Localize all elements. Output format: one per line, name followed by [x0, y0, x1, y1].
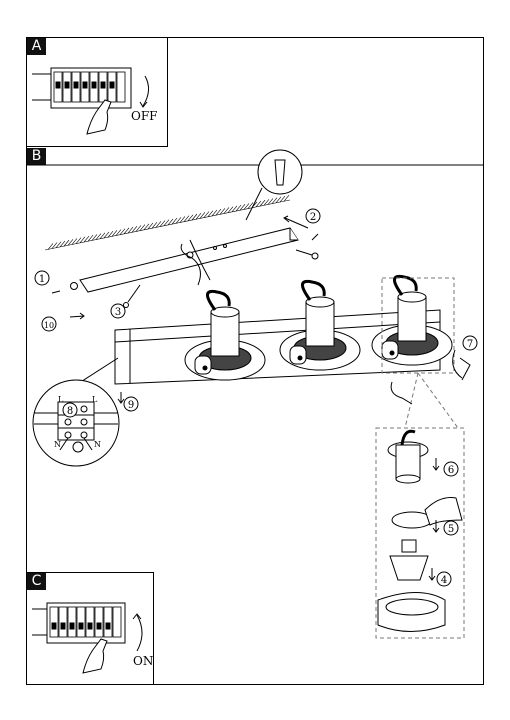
- step-10-label: 10: [44, 321, 54, 330]
- step-2-circle: [305, 208, 321, 224]
- wire-label-n-left: N: [54, 440, 61, 449]
- spotlight-1: [184, 289, 266, 381]
- spotlight-3: [371, 274, 453, 366]
- panel-a-label: A: [27, 38, 46, 55]
- bulb-change-detail: [377, 429, 463, 632]
- breaker-switch-off-illustration: OFF: [32, 67, 158, 135]
- step-9-label: 9: [128, 400, 134, 411]
- step-10-circle: [41, 316, 57, 332]
- step-7-circle: [462, 335, 478, 351]
- step-1-circle: [34, 270, 50, 286]
- step-8-circle: [62, 402, 78, 418]
- wire-label-l-left: L: [58, 395, 64, 404]
- panel-c: C ON: [26, 572, 154, 685]
- screw-2: [295, 249, 319, 260]
- step-1-label: 1: [39, 274, 45, 285]
- step-3-circle: [110, 303, 126, 319]
- step-4-label: 4: [441, 575, 447, 586]
- wall-anchor-detail: [245, 149, 303, 221]
- wire-label-n-right: N: [94, 440, 101, 449]
- ceiling-hatching: [44, 195, 291, 251]
- off-label: OFF: [131, 109, 158, 123]
- breaker-switch-on-illustration: ON: [32, 602, 153, 674]
- bracket-wires: [180, 239, 211, 286]
- rotate-arrow: [390, 349, 471, 405]
- step-6-circle: [443, 461, 459, 477]
- step-2-label: 2: [310, 212, 316, 223]
- step-9-circle: [123, 396, 139, 412]
- screw-3: [123, 284, 141, 308]
- step-3-label: 3: [115, 307, 121, 318]
- panel-a: A OFF: [26, 37, 168, 147]
- step-5-circle: [443, 520, 459, 536]
- screw-1: [51, 282, 78, 294]
- mounting-bracket: [79, 227, 299, 293]
- step-8-label: 8: [67, 406, 73, 417]
- terminal-block-callout: [32, 357, 120, 467]
- spotlight-2: [279, 279, 361, 371]
- step-5-label: 5: [448, 524, 454, 535]
- wire-label-l-right: L: [92, 395, 98, 404]
- step-4-circle: [436, 571, 452, 587]
- panel-c-label: C: [27, 573, 46, 590]
- instruction-frame: [26, 37, 484, 685]
- step-7-label: 7: [467, 339, 473, 350]
- step-6-label: 6: [448, 465, 454, 476]
- panel-b-label: B: [27, 148, 46, 165]
- on-label: ON: [133, 654, 153, 668]
